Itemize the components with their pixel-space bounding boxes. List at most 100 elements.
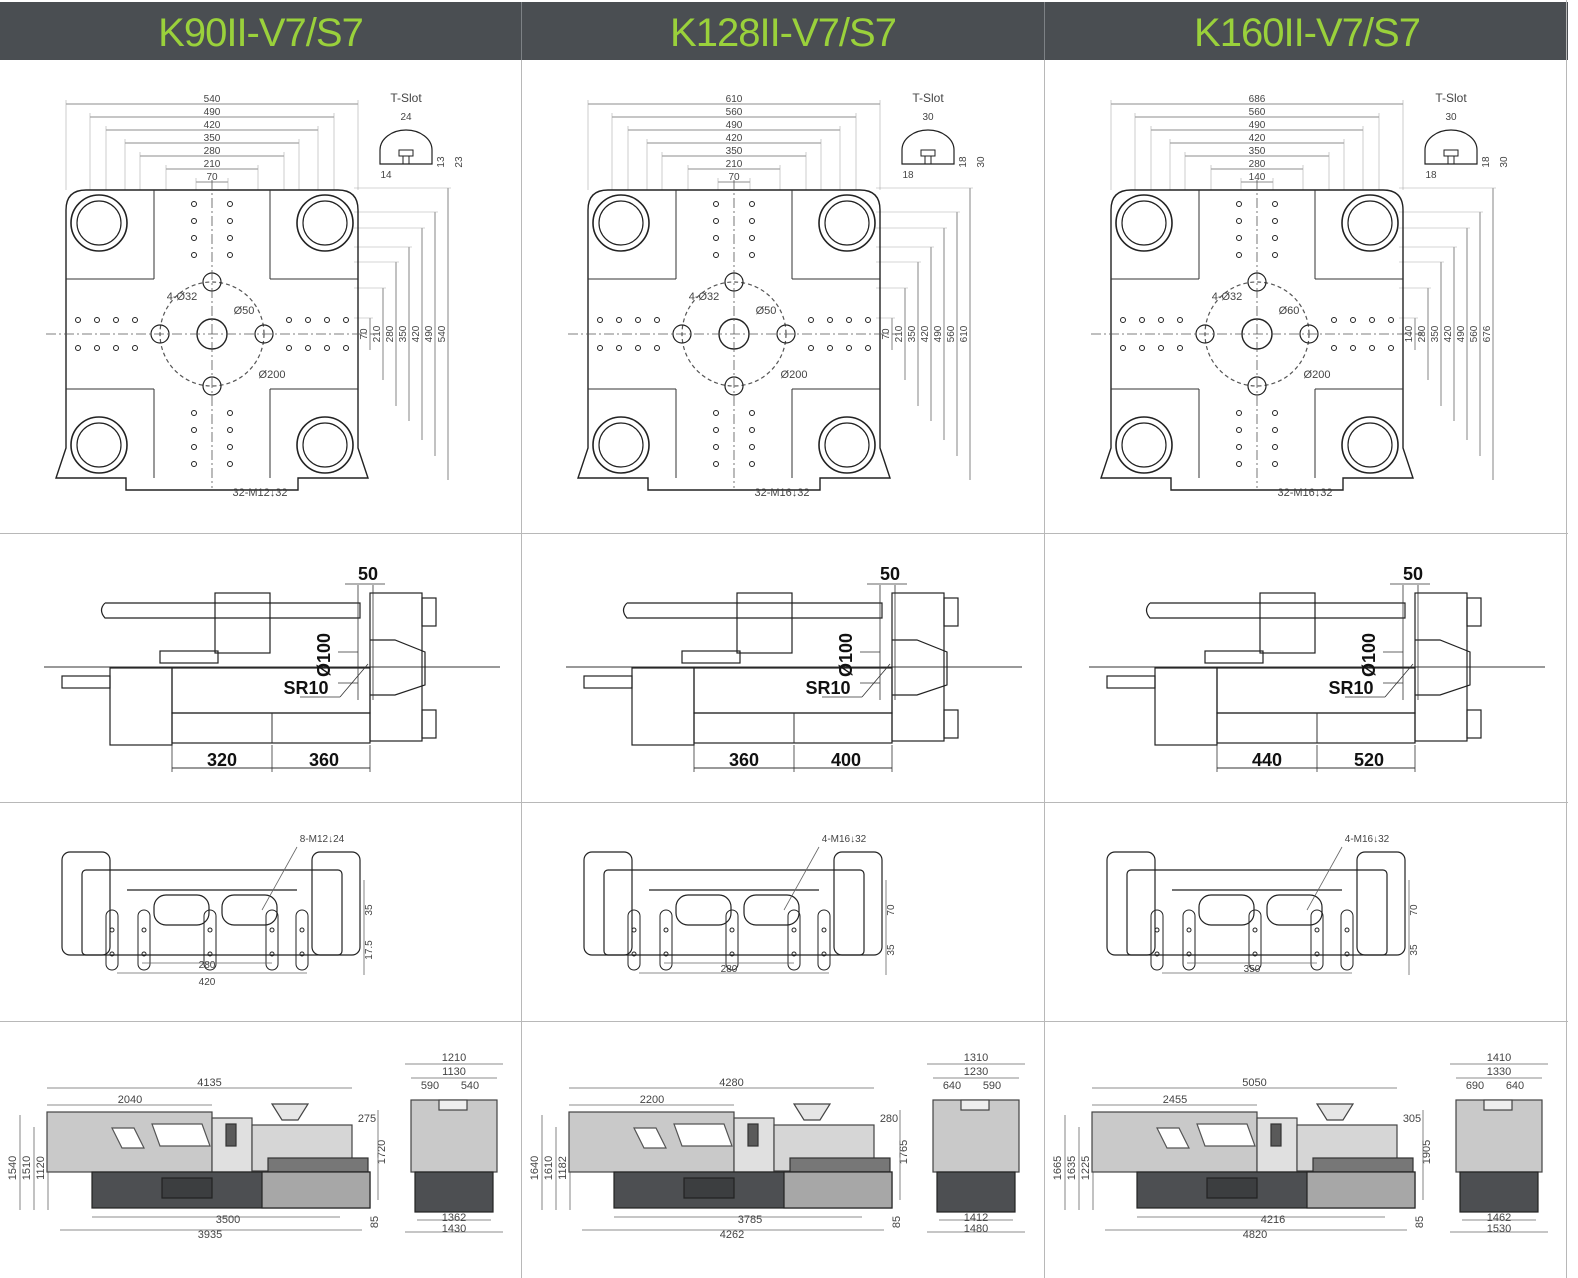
platen-right-dim: 490 <box>424 325 435 342</box>
side-inner-width: 1130 <box>442 1066 466 1078</box>
column-divider-2 <box>1044 60 1045 1278</box>
nozzle-dim-a: 440 <box>1252 750 1282 770</box>
side-width: 1410 <box>1487 1052 1511 1064</box>
platen-top-dim: 210 <box>726 159 743 170</box>
hopper-offset: 280 <box>880 1113 898 1125</box>
platen-right-dim: 490 <box>933 325 944 342</box>
machine-length: 4280 <box>719 1077 743 1089</box>
base-length-a: 3500 <box>216 1214 240 1226</box>
bolt-circle-label: 4-Ø32 <box>689 291 720 303</box>
platen-top-dim: 350 <box>726 146 743 157</box>
machine-height-left: 1510 <box>21 1156 33 1180</box>
platen-top-dim: 610 <box>726 94 743 105</box>
nozzle-dim-a: 360 <box>729 750 759 770</box>
side-base-a: 1362 <box>442 1212 466 1224</box>
nozzle-dim-b: 400 <box>831 750 861 770</box>
nozzle-radius: SR10 <box>805 678 850 698</box>
platen-top-dim: 686 <box>1249 94 1266 105</box>
hopper-offset: 305 <box>1403 1113 1421 1125</box>
machine-height: 1905 <box>1421 1140 1433 1164</box>
platen-right-dim: 350 <box>1430 325 1441 342</box>
platen-right-dim: 560 <box>1469 325 1480 342</box>
ejector-threads: 4-M16↓32 <box>1345 834 1390 845</box>
tslot-dim: 30 <box>922 112 934 123</box>
base-length-b: 3935 <box>198 1229 222 1241</box>
ejector-dim: 280 <box>721 964 738 975</box>
side-dim-a: 590 <box>421 1080 439 1092</box>
tslot-dim: 30 <box>1445 112 1457 123</box>
platen-top-dim: 70 <box>206 172 218 183</box>
bore-label: Ø50 <box>756 305 777 317</box>
platen-right-dim: 350 <box>398 325 409 342</box>
tslot-dim: 18 <box>958 156 969 168</box>
platen-right-dim: 490 <box>1456 325 1467 342</box>
tslot-dim: 30 <box>976 156 987 168</box>
side-base-a: 1462 <box>1487 1212 1511 1224</box>
ejector-dim: 35 <box>886 944 897 956</box>
thread-spec-label: 32-M12↓32 <box>232 487 287 499</box>
clamp-section-length: 2455 <box>1163 1094 1187 1106</box>
tslot-dim: 18 <box>1481 156 1492 168</box>
ring-label: Ø200 <box>1304 369 1331 381</box>
nozzle-radius: SR10 <box>283 678 328 698</box>
tslot-dim: 13 <box>436 156 447 168</box>
bolt-circle-label: 4-Ø32 <box>1212 291 1243 303</box>
clamp-section-length: 2040 <box>118 1094 142 1106</box>
side-inner-width: 1230 <box>964 1066 988 1078</box>
machine-height-left: 1120 <box>35 1156 47 1180</box>
platen-top-dim: 490 <box>204 107 221 118</box>
nozzle-diameter: Ø100 <box>836 633 856 677</box>
machine-height: 1720 <box>376 1140 388 1164</box>
model-header-bar: K90II-V7/S7 K128II-V7/S7 K160II-V7/S7 <box>0 2 1568 60</box>
base-length-a: 4216 <box>1261 1214 1285 1226</box>
tslot-dim: 18 <box>902 170 914 181</box>
machine-height-left: 1225 <box>1080 1156 1092 1180</box>
ejector-dim: 70 <box>1409 904 1420 916</box>
model-title-1: K90II-V7/S7 <box>0 2 522 60</box>
tslot-dim: 24 <box>400 112 412 123</box>
model-title-2: K128II-V7/S7 <box>522 2 1045 60</box>
platen-top-dim: 350 <box>204 133 221 144</box>
ejector-dim: 35 <box>1409 944 1420 956</box>
foot-height: 85 <box>1414 1216 1426 1228</box>
bore-label: Ø50 <box>234 305 255 317</box>
model-title-3: K160II-V7/S7 <box>1194 11 1421 55</box>
platen-top-dim: 210 <box>204 159 221 170</box>
platen-right-dim: 350 <box>907 325 918 342</box>
platen-right-dim: 540 <box>437 325 448 342</box>
side-dim-b: 640 <box>1506 1080 1524 1092</box>
tslot-dim: 14 <box>380 170 392 181</box>
platen-top-dim: 560 <box>1249 107 1266 118</box>
machine-height-left: 1640 <box>529 1156 541 1180</box>
ejector-dim: 17.5 <box>364 940 375 960</box>
side-dim-b: 540 <box>461 1080 479 1092</box>
side-base-a: 1412 <box>964 1212 988 1224</box>
base-length-a: 3785 <box>738 1214 762 1226</box>
side-inner-width: 1330 <box>1487 1066 1511 1078</box>
platen-top-dim: 540 <box>204 94 221 105</box>
platen-top-dim: 490 <box>726 120 743 131</box>
platen-top-dim: 280 <box>204 146 221 157</box>
platen-right-dim: 280 <box>385 325 396 342</box>
machine-height-left: 1610 <box>543 1156 555 1180</box>
side-dim-a: 640 <box>943 1080 961 1092</box>
side-base-b: 1530 <box>1487 1223 1511 1235</box>
machine-height-left: 1665 <box>1052 1156 1064 1180</box>
side-dim-b: 590 <box>983 1080 1001 1092</box>
side-width: 1210 <box>442 1052 466 1064</box>
platen-right-dim: 560 <box>946 325 957 342</box>
ejector-dim: 70 <box>886 904 897 916</box>
tslot-dim: 23 <box>454 156 465 168</box>
platen-right-dim: 610 <box>959 325 970 342</box>
ejector-threads: 8-M12↓24 <box>300 834 345 845</box>
row-divider-1 <box>0 533 1568 534</box>
ejector-dim: 280 <box>199 960 216 971</box>
